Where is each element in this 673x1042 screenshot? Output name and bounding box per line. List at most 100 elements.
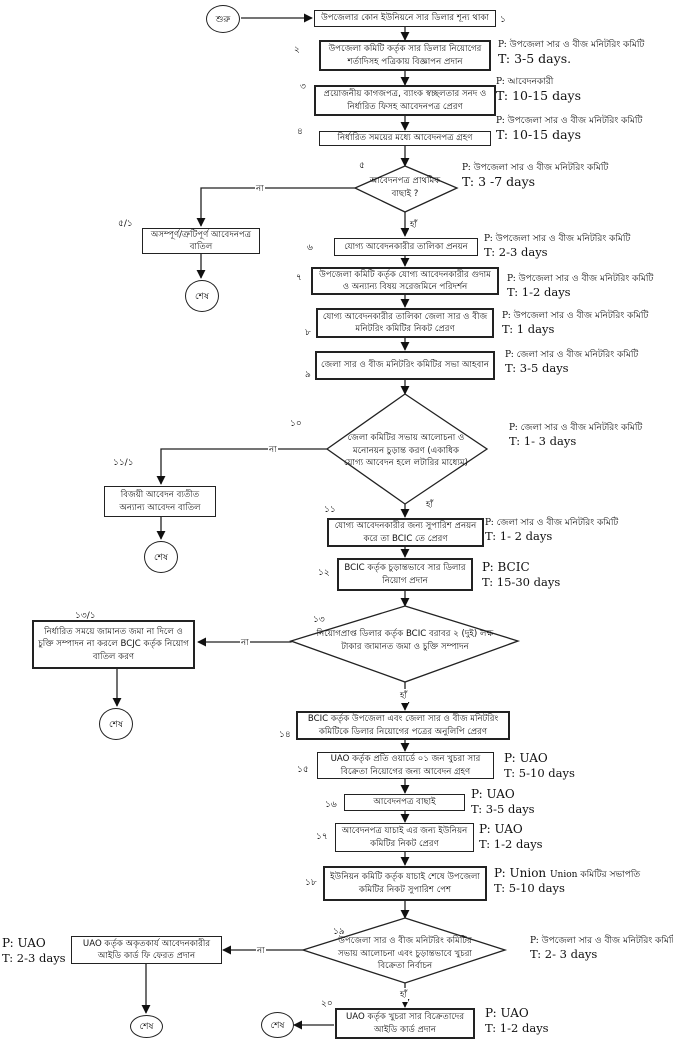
- step-18-box: ইউনিয়ন কমিটি কর্তৃক যাচাই শেষে উপজেলা ক…: [323, 866, 487, 901]
- end-node-20: শেষ: [261, 1012, 294, 1038]
- step-11-person: জেলা সার ও বীজ মনিটরিং কমিটি: [496, 518, 619, 528]
- step-13-1-box: নির্ধারিত সময়ে জামানত জমা না দিলে ও চুক…: [32, 620, 195, 669]
- step-11-box: যোগ্য আবেদনকারীর জন্য সুপারিশ প্রনয়ন কর…: [327, 518, 484, 547]
- step-5-responsibility: P: উপজেলা সার ও বীজ মনিটরিং কমিটিT: 3 -7…: [462, 163, 609, 190]
- decision-5-no-label: না: [255, 182, 265, 196]
- end-node-5-1: শেষ: [185, 280, 219, 312]
- step-5-1-box: অসম্পূর্ণ/ত্রুটিপূর্ণ আবেদনপত্র বাতিল: [142, 228, 260, 254]
- step-14-box: BCIC কর্তৃক উপজেলা এবং জেলা সার ও বীজ মন…: [296, 711, 510, 740]
- step-2-number: ২: [294, 45, 300, 55]
- step-4-number: ৪: [297, 127, 303, 137]
- step-7-box: উপজেলা কমিটি কর্তৃক যোগ্য আবেদনকারীর গুদ…: [311, 267, 499, 295]
- decision-19-yes-label: হাঁ: [399, 988, 409, 1002]
- step-13-number: ১৩: [313, 615, 325, 625]
- step-12-time: T: 15-30 days: [482, 575, 561, 590]
- step-2-person: উপজেলা সার ও বীজ মনিটরিং কমিটি: [509, 40, 645, 50]
- decision-5-yes-label: হাঁ: [409, 218, 419, 232]
- step-5-person: উপজেলা সার ও বীজ মনিটরিং কমিটি: [473, 163, 609, 173]
- end-node-19-1: শেষ: [130, 1015, 163, 1038]
- step-16-box: আবেদনপত্র বাছাই: [344, 794, 465, 811]
- step-17-person: UAO: [494, 822, 523, 836]
- step-7-number: ৭: [296, 273, 302, 283]
- step-9-responsibility: P: জেলা সার ও বীজ মনিটরিং কমিটিT: 3-5 da…: [505, 350, 639, 376]
- step-12-box: BCIC কর্তৃক চুড়ান্তভাবে সার ডিলার নিয়ো…: [337, 558, 473, 591]
- step-13-1-number: ১৩/১: [75, 611, 96, 621]
- step-3-responsibility: P: আবেদনকারীT: 10-15 days: [496, 77, 582, 104]
- decision-19-text: উপজেলা সার ও বীজ মনিটরিং কমিটির সভায় আল…: [337, 935, 473, 972]
- step-3-time: T: 10-15 days: [496, 88, 582, 104]
- decision-5-text: আবেদনপত্র প্রাথমিক বাছাই ?: [369, 176, 441, 199]
- step-2-time: T: 3-5 days.: [498, 51, 572, 67]
- end-node-13-1: শেষ: [99, 708, 133, 740]
- step-9-number: ৯: [305, 370, 311, 380]
- step-10-number: ১০: [290, 419, 302, 429]
- step-11-time: T: 1- 2 days: [485, 529, 553, 544]
- arrow-13-no: [197, 637, 292, 647]
- step-6-responsibility: P: উপজেলা সার ও বীজ মনিটরিং কমিটিT: 2-3 …: [484, 234, 631, 260]
- step-18-person: Union কমিটির সভাপতি: [549, 870, 641, 880]
- arrow-10-no: [156, 448, 327, 485]
- step-6-person: উপজেলা সার ও বীজ মনিটরিং কমিটি: [495, 234, 631, 244]
- step-7-responsibility: P: উপজেলা সার ও বীজ মনিটরিং কমিটিT: 1-2 …: [507, 274, 654, 300]
- step-3-person: আবেদনকারী: [507, 77, 554, 87]
- step-10-time: T: 1- 3 days: [509, 434, 577, 449]
- step-4-box: নির্ধারিত সময়ের মধ্যে আবেদনপত্র গ্রহণ: [319, 131, 491, 146]
- step-19-1-box: UAO কর্তৃক অকৃতকার্য আবেদনকারীর আইডি কার…: [71, 936, 222, 964]
- decision-13-no-label: না: [240, 636, 250, 650]
- step-10-person: জেলা সার ও বীজ মনিটরিং কমিটি: [520, 423, 643, 433]
- step-5-1-number: ৫/১: [118, 219, 133, 229]
- step-20-number: ২০: [321, 999, 333, 1009]
- step-6-number: ৬: [307, 243, 313, 253]
- arrow-5-no: [196, 187, 355, 227]
- step-3-box: প্রয়োজনীয় কাগজপত্র, ব্যাংক স্বচ্ছলতার …: [314, 85, 496, 116]
- step-19-person: উপজেলা সার ও বীজ মনিটরিং কমিটি: [541, 936, 673, 946]
- step-11-number: ১১: [324, 505, 336, 515]
- step-17-number: ১৭: [316, 832, 328, 842]
- step-9-person: জেলা সার ও বীজ মনিটরিং কমিটি: [516, 350, 639, 360]
- decision-10-yes-label: হাঁ: [425, 498, 435, 512]
- decision-13-yes-label: হাঁ: [399, 689, 409, 703]
- step-18-responsibility: P: Union Union কমিটির সভাপতিT: 5-10 days: [494, 866, 641, 896]
- step-17-box: আবেদনপত্র যাচাই এর জন্য ইউনিয়ন কমিটির ন…: [335, 823, 474, 852]
- step-19-time: T: 2- 3 days: [530, 947, 598, 962]
- step-4-person: উপজেলা সার ও বীজ মনিটরিং কমিটি: [507, 116, 643, 126]
- step-16-number: ১৬: [325, 800, 337, 810]
- step-8-person: উপজেলা সার ও বীজ মনিটরিং কমিটি: [513, 311, 649, 321]
- start-node: শুরু: [206, 5, 240, 33]
- step-20-box: UAO কর্তৃক খুচরা সার বিক্রেতাদের আইডি কা…: [335, 1008, 475, 1039]
- step-7-time: T: 1-2 days: [507, 285, 571, 300]
- step-2-responsibility: P: উপজেলা সার ও বীজ মনিটরিং কমিটিT: 3-5 …: [498, 40, 645, 67]
- step-16-person: UAO: [486, 787, 515, 801]
- step-11-responsibility: P: জেলা সার ও বীজ মনিটরিং কমিটিT: 1- 2 d…: [485, 518, 619, 544]
- step-8-number: ৮: [305, 328, 311, 338]
- step-20-time: T: 1-2 days: [485, 1021, 549, 1036]
- step-1-box: উপজেলার কোন ইউনিয়নে সার ডিলার শূন্য থাক…: [314, 10, 496, 27]
- step-14-number: ১৪: [279, 730, 291, 740]
- step-5-number: ৫: [359, 161, 365, 171]
- step-18-time: T: 5-10 days: [494, 881, 565, 896]
- step-6-time: T: 2-3 days: [484, 245, 548, 260]
- step-5-time: T: 3 -7 days: [462, 174, 536, 190]
- step-11-1-number: ১১/১: [113, 458, 134, 468]
- step-19-responsibility: P: উপজেলা সার ও বীজ মনিটরিং কমিটিT: 2- 3…: [530, 936, 673, 962]
- step-8-time: T: 1 days: [502, 322, 555, 337]
- step-10-responsibility: P: জেলা সার ও বীজ মনিটরিং কমিটিT: 1- 3 d…: [509, 423, 643, 449]
- step-3-number: ৩: [300, 82, 306, 92]
- step-8-responsibility: P: উপজেলা সার ও বীজ মনিটরিং কমিটিT: 1 da…: [502, 311, 649, 337]
- end-node-11-1: শেষ: [144, 541, 178, 573]
- step-2-box: উপজেলা কমিটি কর্তৃক সার ডিলার নিয়োগের শ…: [319, 40, 491, 71]
- step-7-person: উপজেলা সার ও বীজ মনিটরিং কমিটি: [518, 274, 654, 284]
- step-15-box: UAO কর্তৃক প্রতি ওয়ার্ডে ০১ জন খুচরা সা…: [317, 752, 494, 779]
- decision-10-no-label: না: [268, 443, 278, 457]
- step-4-time: T: 10-15 days: [496, 127, 582, 143]
- step-4-responsibility: P: উপজেলা সার ও বীজ মনিটরিং কমিটিT: 10-1…: [496, 116, 643, 143]
- step-19-number: ১৯: [333, 927, 345, 937]
- step-12-number: ১২: [318, 568, 330, 578]
